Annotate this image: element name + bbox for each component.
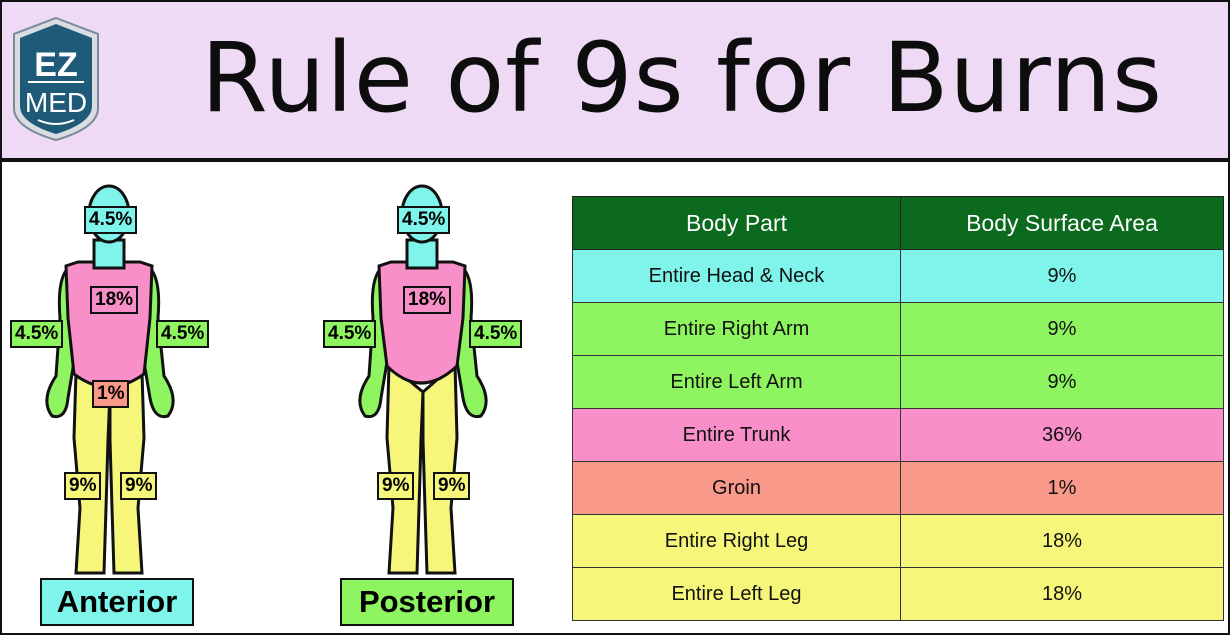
table-header-row: Body Part Body Surface Area [572, 196, 1224, 250]
column-header-body-part: Body Part [572, 196, 901, 250]
surface-area-cell: 18% [900, 514, 1224, 568]
posterior-head-percent: 4.5% [397, 206, 451, 234]
anterior-label: Anterior [40, 578, 194, 626]
anterior-right-leg-percent: 9% [64, 472, 102, 500]
body-part-cell: Entire Right Leg [572, 514, 901, 568]
surface-area-cell: 1% [900, 461, 1224, 515]
anterior-trunk-percent: 18% [90, 286, 139, 314]
anterior-figure: 4.5% 18% 4.5% 4.5% 1% 9% 9% [4, 178, 214, 578]
surface-area-cell: 9% [900, 355, 1224, 409]
posterior-left-leg-percent: 9% [433, 472, 471, 500]
surface-area-cell: 9% [900, 249, 1224, 303]
anterior-head-percent: 4.5% [84, 206, 138, 234]
posterior-body-outline [358, 184, 488, 575]
ezmed-logo: EZ MED [13, 16, 99, 142]
posterior-figure: 4.5% 18% 4.5% 4.5% 9% 9% [317, 178, 527, 578]
posterior-left-leg-shape [421, 360, 459, 575]
anterior-groin-percent: 1% [92, 380, 130, 408]
body-part-cell: Groin [572, 461, 901, 515]
anterior-right-arm-percent: 4.5% [10, 320, 64, 348]
surface-area-cell: 36% [900, 408, 1224, 462]
anterior-left-arm-percent: 4.5% [156, 320, 210, 348]
body-part-cell: Entire Head & Neck [572, 249, 901, 303]
anterior-left-leg-percent: 9% [120, 472, 158, 500]
logo-text-med: MED [25, 87, 87, 118]
surface-area-cell: 9% [900, 302, 1224, 356]
body-part-cell: Entire Trunk [572, 408, 901, 462]
body-surface-area-table: Body Part Body Surface Area Entire Head … [572, 196, 1224, 621]
body-part-cell: Entire Left Arm [572, 355, 901, 409]
body-part-cell: Entire Right Arm [572, 302, 901, 356]
header-banner: EZ MED Rule of 9s for Burns [2, 2, 1228, 162]
anterior-trunk-shape [64, 260, 154, 389]
posterior-right-leg-shape [385, 360, 425, 575]
posterior-label: Posterior [340, 578, 514, 626]
anterior-body-outline [45, 184, 175, 575]
logo-text-ez: EZ [34, 46, 77, 84]
page-title: Rule of 9s for Burns [201, 22, 1163, 134]
posterior-trunk-percent: 18% [403, 286, 452, 314]
posterior-left-arm-percent: 4.5% [469, 320, 523, 348]
posterior-trunk-shape [377, 260, 467, 385]
surface-area-cell: 18% [900, 567, 1224, 621]
posterior-right-leg-percent: 9% [377, 472, 415, 500]
column-header-body-surface-area: Body Surface Area [900, 196, 1224, 250]
posterior-right-arm-percent: 4.5% [323, 320, 377, 348]
body-part-cell: Entire Left Leg [572, 567, 901, 621]
